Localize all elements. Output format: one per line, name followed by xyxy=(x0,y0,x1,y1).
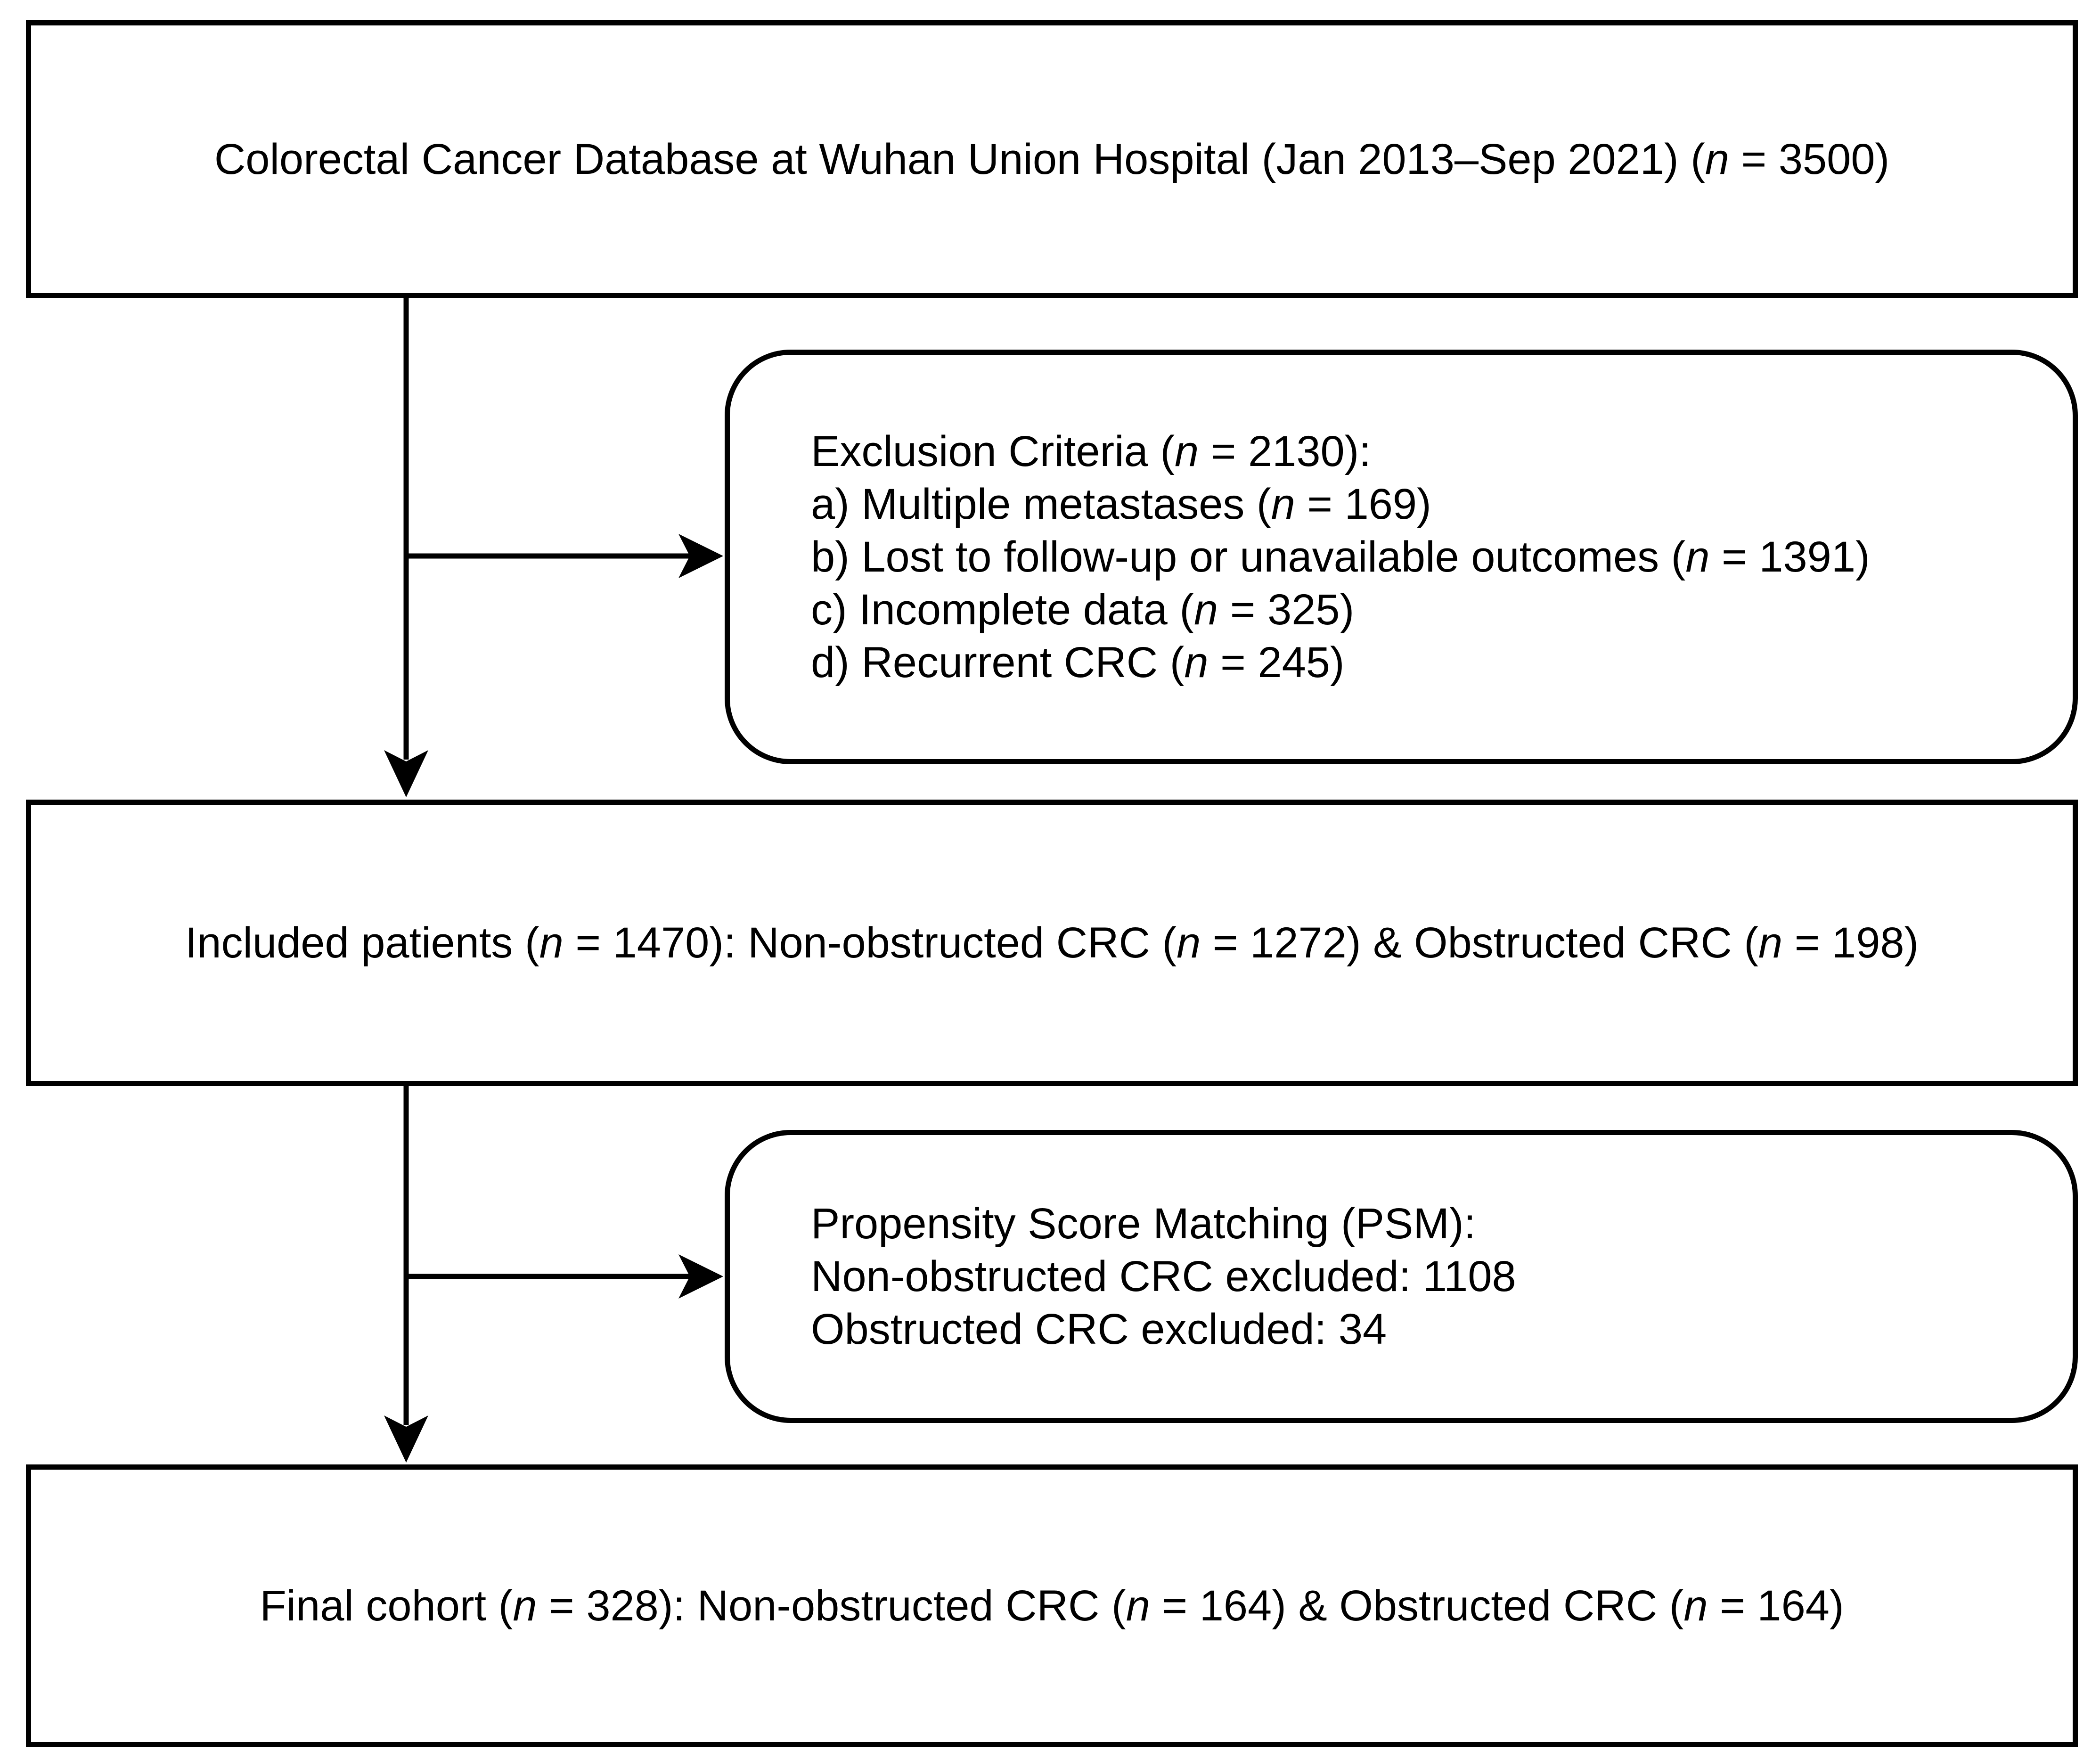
italic-n: n xyxy=(539,919,564,967)
psm-title: Propensity Score Matching (PSM): xyxy=(811,1197,1476,1250)
text-part: Obstructed CRC excluded: 34 xyxy=(811,1305,1387,1353)
italic-n: n xyxy=(513,1582,537,1630)
text-part: = 1470): Non-obstructed CRC ( xyxy=(563,919,1177,967)
text-part: Final cohort ( xyxy=(260,1582,513,1630)
arrowhead-right-icon xyxy=(678,534,723,578)
psm-nonobstructed-excluded: Non-obstructed CRC excluded: 1108 xyxy=(811,1250,1516,1303)
exclusion-item-c: c) Incomplete data (n = 325) xyxy=(811,583,1354,636)
text-part: c) Incomplete data ( xyxy=(811,586,1194,634)
arrow-branch-to-exclusion xyxy=(406,534,723,578)
italic-n: n xyxy=(1174,427,1199,475)
text-part: = 328): Non-obstructed CRC ( xyxy=(537,1582,1126,1630)
italic-n: n xyxy=(1271,480,1295,528)
italic-n: n xyxy=(1685,533,1710,581)
exclusion-item-d: d) Recurrent CRC (n = 245) xyxy=(811,636,1345,689)
included-patients-box: Included patients (n = 1470): Non-obstru… xyxy=(26,800,2078,1086)
final-cohort-text: Final cohort (n = 328): Non-obstructed C… xyxy=(260,1579,1844,1632)
text-part: b) Lost to follow-up or unavailable outc… xyxy=(811,533,1686,581)
exclusion-item-b: b) Lost to follow-up or unavailable outc… xyxy=(811,531,1870,583)
text-part: = 164) xyxy=(1708,1582,1844,1630)
psm-box: Propensity Score Matching (PSM): Non-obs… xyxy=(725,1130,2078,1423)
text-part: a) Multiple metastases ( xyxy=(811,480,1271,528)
text-part: = 198) xyxy=(1782,919,1919,967)
text-part: = 245) xyxy=(1208,638,1345,687)
text-part: Included patients ( xyxy=(185,919,539,967)
italic-n: n xyxy=(1177,919,1201,967)
text-part: = 1272) & Obstructed CRC ( xyxy=(1201,919,1759,967)
text-part: = 2130): xyxy=(1199,427,1371,475)
arrow-branch-to-psm xyxy=(406,1254,723,1299)
text-part: = 169) xyxy=(1295,480,1431,528)
italic-n: n xyxy=(1194,586,1218,634)
text-part: Exclusion Criteria ( xyxy=(811,427,1175,475)
arrowhead-right-icon xyxy=(678,1254,723,1299)
exclusion-criteria-box: Exclusion Criteria (n = 2130): a) Multip… xyxy=(725,350,2078,764)
text-part: = 3500) xyxy=(1729,135,1890,183)
psm-obstructed-excluded: Obstructed CRC excluded: 34 xyxy=(811,1303,1387,1356)
database-box-text: Colorectal Cancer Database at Wuhan Unio… xyxy=(214,133,1889,186)
arrowhead-down-icon xyxy=(384,750,428,797)
arrowhead-down-icon xyxy=(384,1415,428,1463)
italic-n: n xyxy=(1184,638,1209,687)
text-part: = 1391) xyxy=(1709,533,1870,581)
database-box: Colorectal Cancer Database at Wuhan Unio… xyxy=(26,20,2078,298)
exclusion-item-a: a) Multiple metastases (n = 169) xyxy=(811,478,1431,531)
text-part: Colorectal Cancer Database at Wuhan Unio… xyxy=(214,135,1705,183)
italic-n: n xyxy=(1126,1582,1150,1630)
exclusion-title: Exclusion Criteria (n = 2130): xyxy=(811,425,1371,478)
italic-n: n xyxy=(1705,135,1729,183)
arrow-included-to-final xyxy=(384,1086,428,1463)
final-cohort-box: Final cohort (n = 328): Non-obstructed C… xyxy=(26,1464,2078,1747)
text-part: Propensity Score Matching (PSM): xyxy=(811,1200,1476,1248)
text-part: = 325) xyxy=(1218,586,1355,634)
included-patients-text: Included patients (n = 1470): Non-obstru… xyxy=(185,916,1919,969)
italic-n: n xyxy=(1683,1582,1708,1630)
text-part: d) Recurrent CRC ( xyxy=(811,638,1185,687)
italic-n: n xyxy=(1758,919,1783,967)
text-part: Non-obstructed CRC excluded: 1108 xyxy=(811,1252,1516,1300)
arrow-database-to-included xyxy=(384,298,428,797)
text-part: = 164) & Obstructed CRC ( xyxy=(1150,1582,1684,1630)
